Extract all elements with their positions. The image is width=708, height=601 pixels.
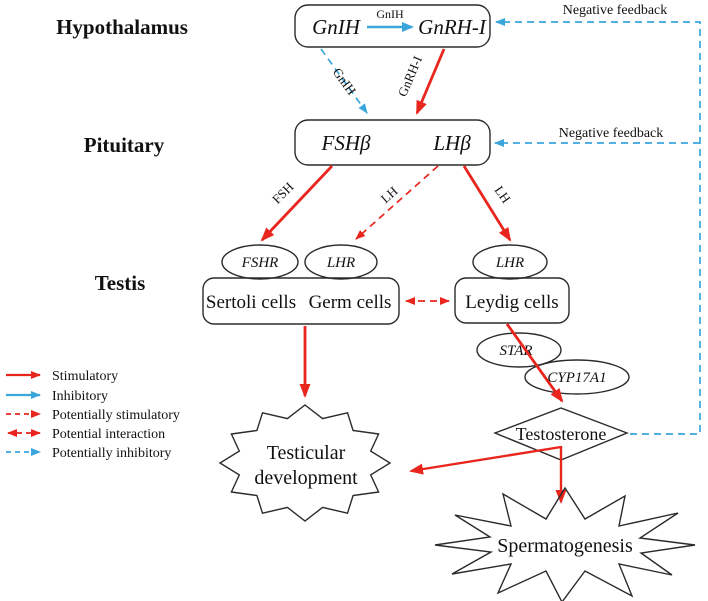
- lh-dashed-arrow: [355, 165, 439, 240]
- gnrh-node: GnRH-I: [418, 15, 487, 39]
- legend-stimulatory-label: Stimulatory: [52, 369, 118, 384]
- lhr-right-ellipse: [472, 244, 548, 280]
- spermatogenesis-star: [434, 486, 696, 601]
- negative-feedback-mid-label: Negative feedback: [559, 126, 664, 141]
- legend-inhibitory-label: Inhibitory: [52, 389, 108, 404]
- hypothalamus-box: [294, 4, 491, 48]
- testosterone-to-testicular-arrow: [409, 445, 562, 475]
- legend-potentially-inhibitory-label: Potentially inhibitory: [52, 446, 171, 461]
- star-ellipse: [476, 332, 562, 368]
- sertoli-germ-box: [202, 277, 400, 325]
- testicular-development-line2: development: [254, 467, 358, 489]
- lh-solid-edge-label: LH: [492, 183, 514, 206]
- lhr-middle-label: LHR: [326, 255, 355, 271]
- gnrh-edge-label: GnRH-I: [395, 54, 425, 99]
- leydig-to-testosterone-arrow: [505, 323, 564, 403]
- fshb-node: FSHβ: [321, 131, 371, 155]
- legend-potentially-stimulatory-label: Potentially stimulatory: [52, 408, 180, 423]
- testicular-development-star: [218, 404, 392, 522]
- gnih-node: GnIH: [312, 15, 362, 39]
- lhr-middle-ellipse: [304, 244, 378, 280]
- fshr-label: FSHR: [241, 255, 279, 271]
- lhr-right-label: LHR: [495, 255, 524, 271]
- gnih-to-pituitary-arrow: [320, 48, 368, 114]
- region-label-pituitary: Pituitary: [84, 133, 165, 157]
- cyp17a1-ellipse: [524, 359, 630, 395]
- testicular-development-line1: Testicular: [267, 442, 346, 464]
- leydig-box: [454, 277, 570, 324]
- gnrh-to-pituitary-arrow: [415, 48, 446, 115]
- testosterone-label: Testosterone: [516, 424, 607, 444]
- legend: Stimulatory Inhibitory Potentially stimu…: [6, 369, 180, 461]
- cyp17a1-label: CYP17A1: [547, 370, 606, 386]
- germ-cells-label: Germ cells: [309, 292, 392, 313]
- lhb-node: LHβ: [432, 131, 471, 155]
- fsh-edge-label: FSH: [269, 179, 296, 206]
- pituitary-box: [294, 119, 491, 166]
- negative-feedback-top-label: Negative feedback: [563, 3, 668, 18]
- lh-solid-arrow: [462, 165, 512, 242]
- legend-potential-interaction-label: Potential interaction: [52, 427, 165, 442]
- fshr-ellipse: [221, 244, 299, 280]
- sertoli-cells-label: Sertoli cells: [206, 292, 296, 313]
- gnih-edge-label: GnIH: [330, 65, 360, 98]
- region-label-hypothalamus: Hypothalamus: [56, 15, 188, 39]
- region-label-testis: Testis: [95, 271, 146, 295]
- negative-feedback-loop-line: [495, 18, 701, 435]
- leydig-cells-label: Leydig cells: [465, 292, 558, 313]
- spermatogenesis-label: Spermatogenesis: [497, 535, 633, 557]
- gnih-arrow-label: GnIH: [376, 7, 404, 21]
- fsh-arrow: [260, 165, 334, 242]
